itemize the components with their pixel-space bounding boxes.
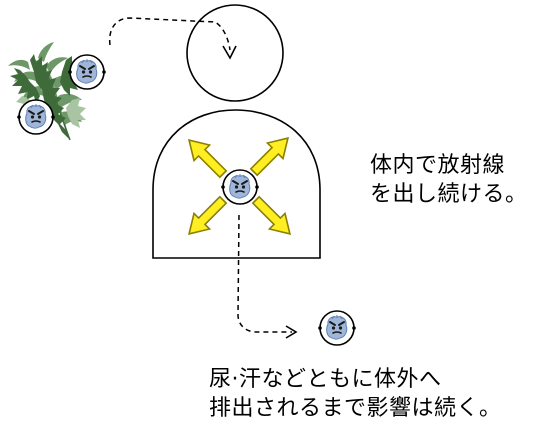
- excretion-caption: 尿·汗などともに体外へ 排出されるまで影響は続く。: [209, 365, 502, 423]
- excretion-path: [237, 214, 292, 333]
- ingestion-path: [108, 17, 231, 51]
- radioactive-particle-icon: [220, 169, 260, 205]
- emission-caption-line-1: 体内で放射線: [370, 153, 506, 178]
- ingestion-arrowhead: [222, 45, 237, 60]
- excretion-caption-line-2: 排出されるまで影響は続く。: [209, 396, 502, 421]
- radioactive-particle-icon: [67, 54, 107, 90]
- figure-head: [186, 4, 284, 102]
- emission-caption-line-2: を出し続ける。: [370, 182, 528, 207]
- radioactive-particle-icon: [16, 99, 56, 135]
- excretion-caption-line-1: 尿·汗などともに体外へ: [209, 367, 442, 392]
- human-figure: [152, 4, 321, 259]
- excretion-arrowhead: [285, 325, 298, 339]
- emission-caption: 体内で放射線 を出し続ける。: [370, 151, 528, 209]
- radioactive-particle-icon: [317, 310, 357, 346]
